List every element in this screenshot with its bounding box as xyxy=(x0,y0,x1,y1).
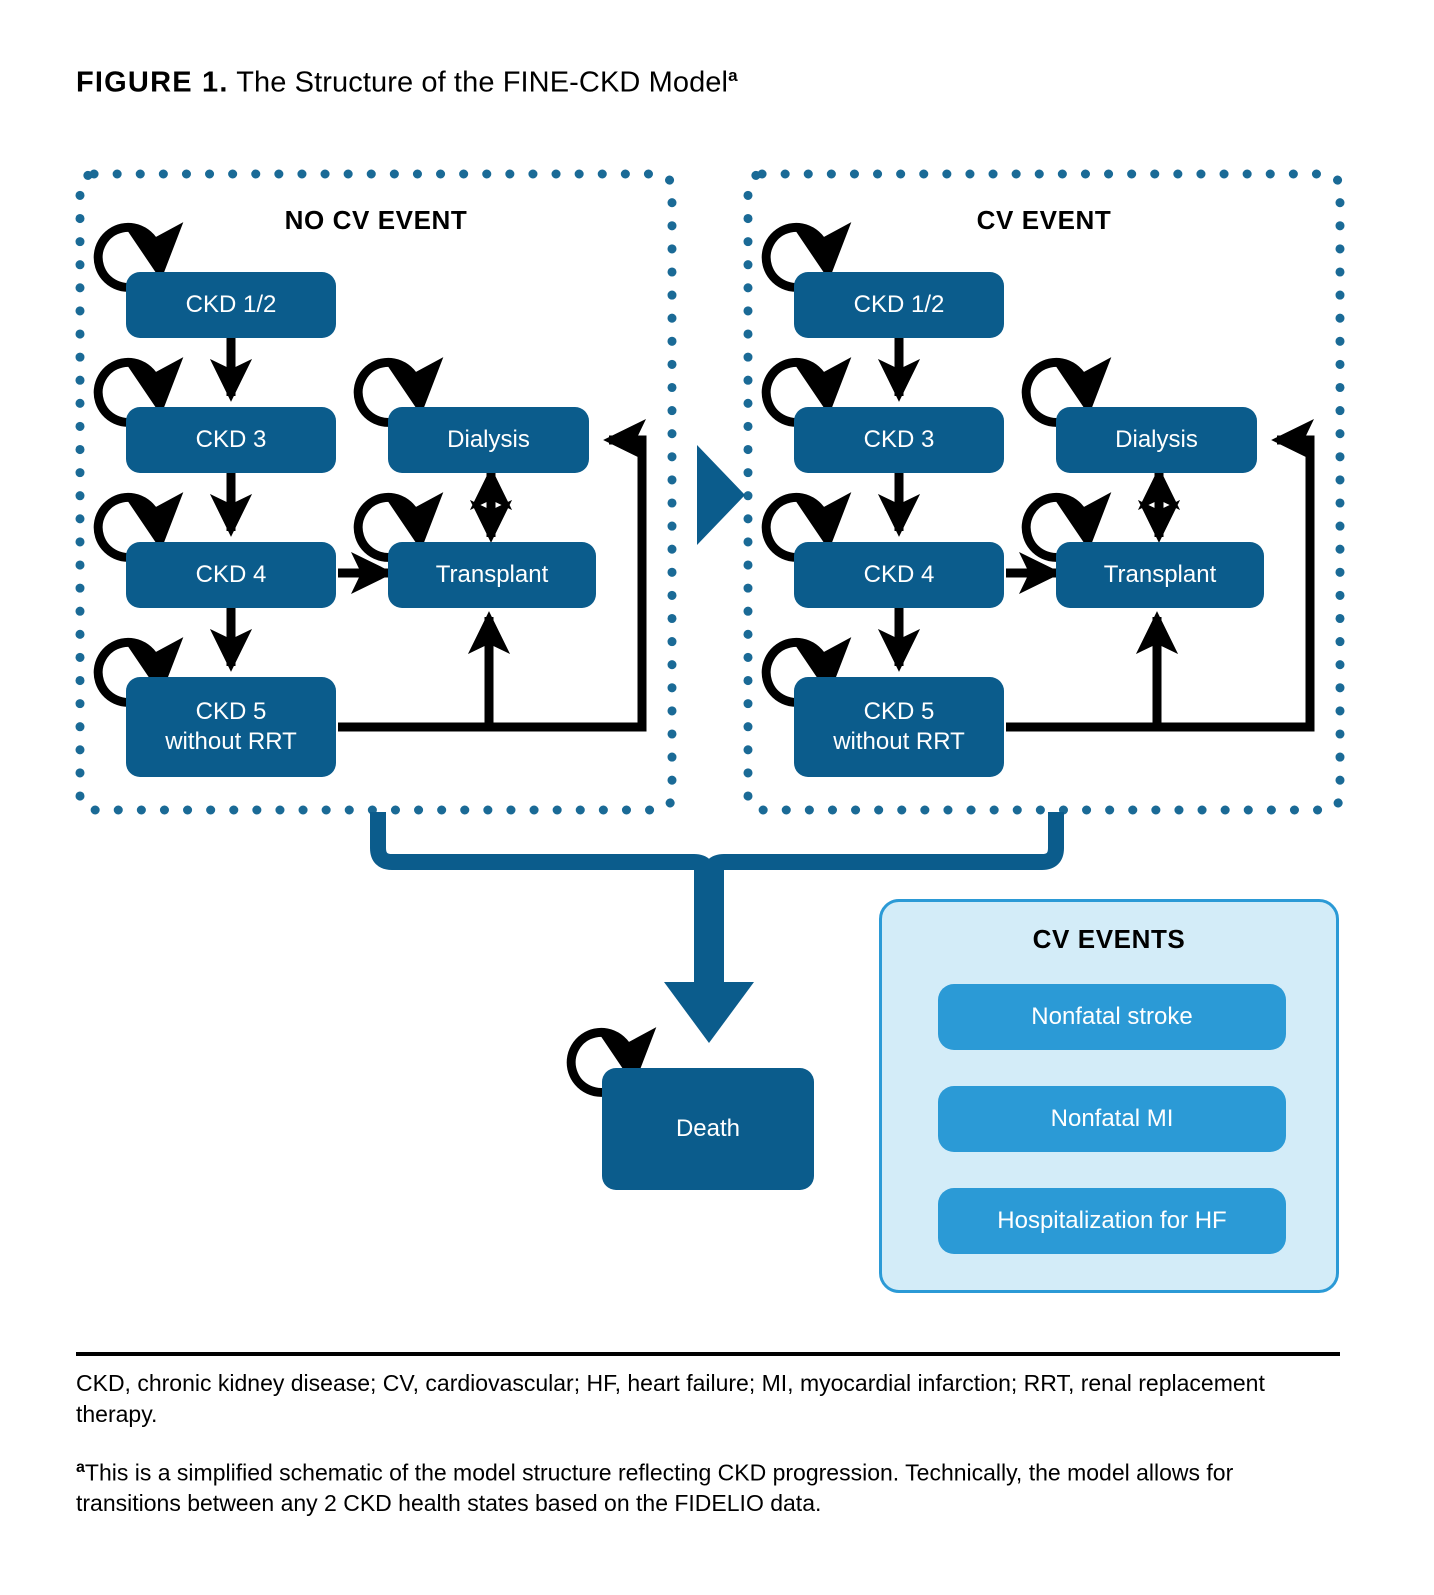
self-loop-icons-cv xyxy=(761,222,1112,707)
footnote-divider xyxy=(76,1352,1340,1356)
state-box-no-cv-transplant[interactable]: Transplant xyxy=(388,542,596,608)
footnote-a: aThis is a simplified schematic of the m… xyxy=(76,1457,1344,1519)
footnote-abbreviations: CKD, chronic kidney disease; CV, cardiov… xyxy=(76,1370,1265,1427)
panel-heading-cv-event: CV EVENT xyxy=(976,205,1112,235)
legend-pill-nonfatal-stroke[interactable]: Nonfatal stroke xyxy=(938,984,1286,1050)
state-box-cv-ckd5-without-rrt[interactable]: CKD 5 without RRT xyxy=(794,677,1004,777)
state-label-line1: CKD 5 xyxy=(195,698,267,725)
cv-events-legend: CV EVENTS Nonfatal stroke Nonfatal MI Ho… xyxy=(879,899,1339,1293)
state-label-line2: without RRT xyxy=(165,728,297,755)
state-box-death[interactable]: Death xyxy=(602,1068,814,1190)
figure-title: FIGURE 1. The Structure of the FINE-CKD … xyxy=(76,66,738,100)
state-box-no-cv-ckd4[interactable]: CKD 4 xyxy=(126,542,336,608)
legend-pill-nonfatal-mi[interactable]: Nonfatal MI xyxy=(938,1086,1286,1152)
state-box-no-cv-ckd3[interactable]: CKD 3 xyxy=(126,407,336,473)
panel-border-no-cv xyxy=(75,169,677,815)
self-loop-icon-death xyxy=(566,1027,657,1097)
self-loop-icons-no-cv xyxy=(93,222,444,707)
state-box-cv-transplant[interactable]: Transplant xyxy=(1056,542,1264,608)
state-box-cv-ckd4[interactable]: CKD 4 xyxy=(794,542,1004,608)
state-box-cv-dialysis[interactable]: Dialysis xyxy=(1056,407,1257,473)
diagram-canvas xyxy=(75,169,1345,1097)
cv-events-legend-title: CV EVENTS xyxy=(1032,924,1186,954)
merge-down-arrow-icon xyxy=(370,812,1064,1043)
figure-label: FIGURE 1. xyxy=(76,66,229,99)
figure-title-superscript: a xyxy=(728,66,738,85)
right-triangle-arrow-icon xyxy=(697,445,745,545)
state-box-no-cv-dialysis[interactable]: Dialysis xyxy=(388,407,589,473)
connectors-no-cv xyxy=(209,338,647,732)
legend-pill-hospitalization-for-hf[interactable]: Hospitalization for HF xyxy=(938,1188,1286,1254)
connectors-cv xyxy=(877,338,1315,732)
figure-title-text: The Structure of the FINE-CKD Model xyxy=(228,66,729,99)
panel-border-cv xyxy=(743,169,1345,815)
state-box-cv-ckd3[interactable]: CKD 3 xyxy=(794,407,1004,473)
state-box-no-cv-ckd5-without-rrt[interactable]: CKD 5 without RRT xyxy=(126,677,336,777)
panel-heading-no-cv-event: NO CV EVENT xyxy=(284,205,468,235)
state-label-line1: CKD 5 xyxy=(863,698,935,725)
footnote-a-text: This is a simplified schematic of the mo… xyxy=(76,1459,1234,1517)
state-box-no-cv-ckd12[interactable]: CKD 1/2 xyxy=(126,272,336,338)
footnote-a-marker: a xyxy=(76,1459,85,1476)
state-box-cv-ckd12[interactable]: CKD 1/2 xyxy=(794,272,1004,338)
state-label-line2: without RRT xyxy=(833,728,965,755)
